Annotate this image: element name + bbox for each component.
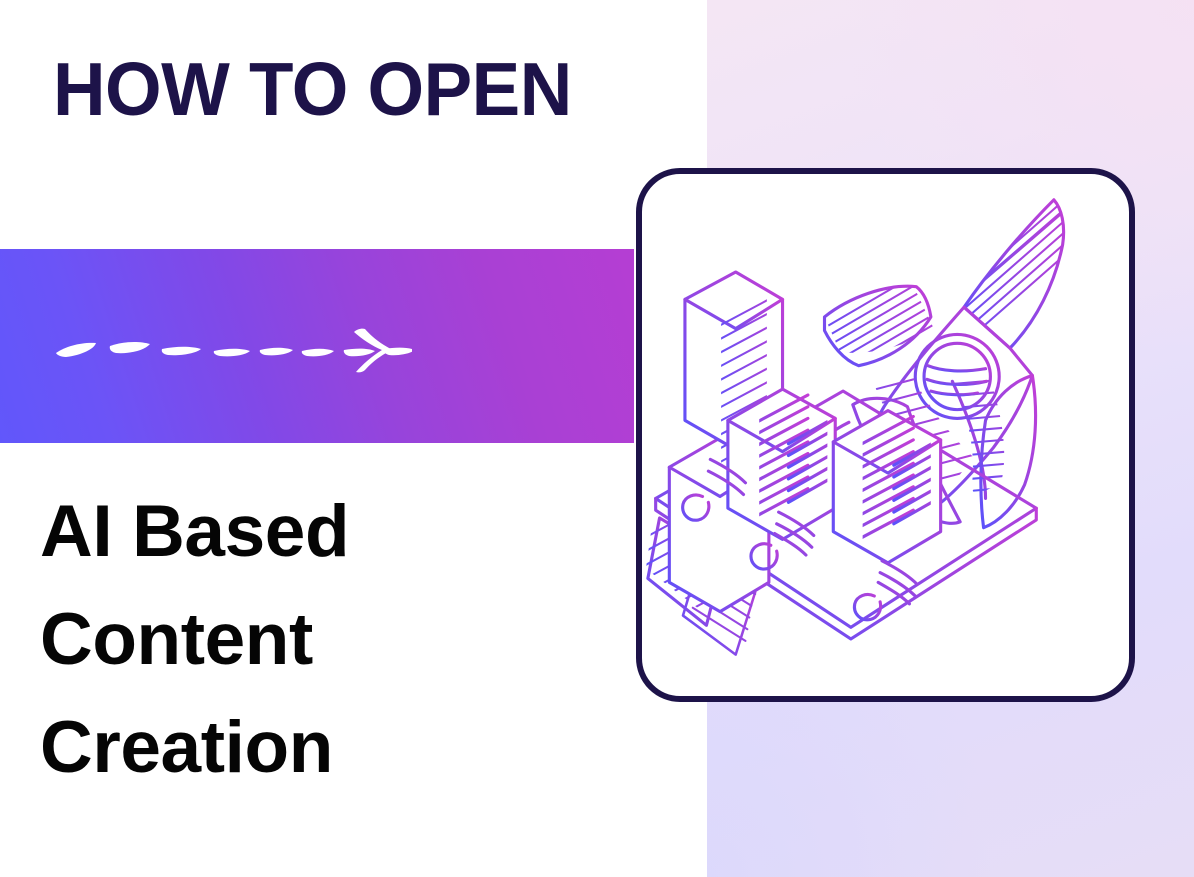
eyebrow-heading: HOW TO OPEN: [53, 47, 572, 131]
headline-line-2: Content: [40, 599, 313, 681]
headline-line-1: AI Based: [40, 491, 350, 572]
rocket-and-bar-chart-sketch-icon: [645, 198, 1066, 656]
headline-line-3: Creation: [40, 707, 333, 789]
gradient-band: [0, 249, 634, 443]
page-title: AI Based Content Creation: [40, 478, 680, 802]
illustration-card: [636, 168, 1135, 702]
dashed-arrow-right-icon: [56, 328, 412, 373]
